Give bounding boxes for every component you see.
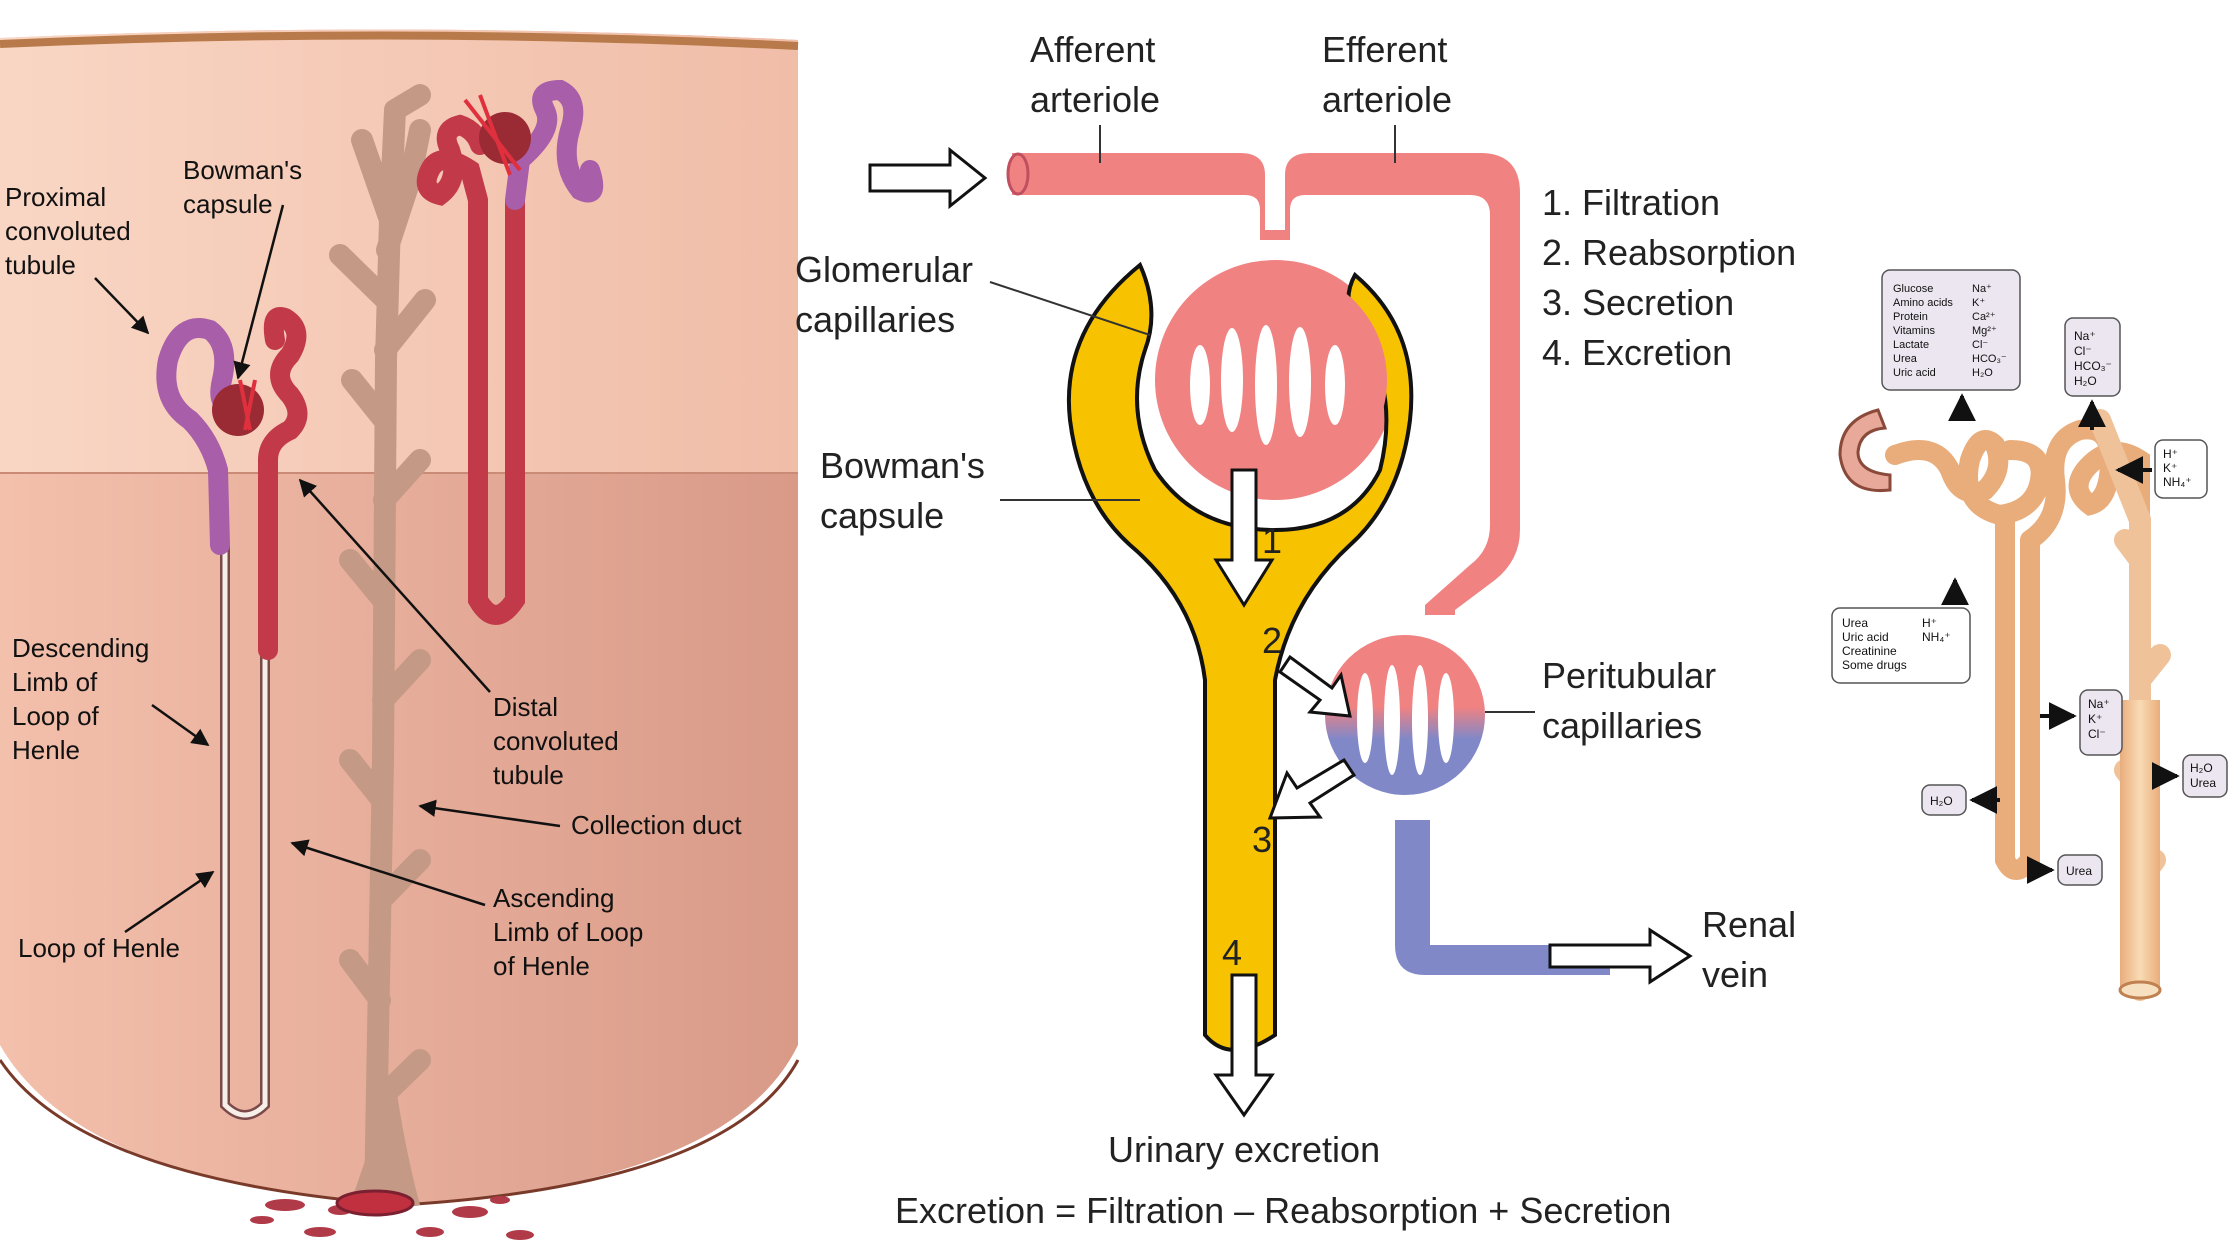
excretion-equation: Excretion = Filtration – Reabsorption + … xyxy=(895,1190,1671,1231)
secreted-list-left: Urea Uric acid Creatinine Some drugs xyxy=(1842,616,1907,672)
peritubular-loops xyxy=(1357,665,1454,775)
loop-of-henle-right xyxy=(468,200,525,625)
label-peritubular-capillaries: Peritubular capillaries xyxy=(1542,655,1726,746)
nephron-anatomy-panel: Proximal convoluted tubule Bowman's caps… xyxy=(0,29,800,1240)
box-loop-urea xyxy=(2057,854,2103,886)
label-descending-limb: Descending Limb of Loop of Henle xyxy=(12,633,157,765)
label-renal-vein: Renal vein xyxy=(1702,904,1806,995)
label-distal-convoluted-tubule: Distal convoluted tubule xyxy=(493,692,626,790)
box-distal-reabsorbed xyxy=(2064,317,2121,397)
filtered-list-right: Na⁺ K⁺ Ca²⁺ Mg²⁺ Cl⁻ HCO₃⁻ H₂O xyxy=(1972,283,2010,379)
arteriole-right xyxy=(463,94,522,176)
proximal-tubule-p3 xyxy=(1885,430,2051,526)
label-collection-duct: Collection duct xyxy=(571,810,742,840)
collection-duct xyxy=(329,84,436,1211)
pointer-collection xyxy=(418,799,561,828)
pointer-proximal xyxy=(94,277,150,335)
step-number-4: 4 xyxy=(1222,932,1242,973)
secreted-ions-list: H⁺ K⁺ NH₄⁺ xyxy=(2163,447,2192,489)
afferent-inlet xyxy=(1006,152,1030,196)
label-bowmans-capsule-p2: Bowman's capsule xyxy=(820,445,995,536)
box-secreted-ions xyxy=(2154,439,2208,499)
excretion-arrow xyxy=(1213,973,1275,1118)
collecting-duct-tube xyxy=(2120,700,2160,990)
loop-urea-label: Urea xyxy=(2066,864,2092,878)
collecting-duct-opening xyxy=(2118,980,2162,1000)
pointer-glomerular xyxy=(989,281,1151,336)
arteriole-left xyxy=(238,379,257,431)
collecting-list: H₂O Urea xyxy=(2190,761,2216,790)
label-glomerular-capillaries: Glomerular capillaries xyxy=(795,249,983,340)
box-filtered-substances xyxy=(1881,269,2021,391)
step-number-2: 2 xyxy=(1262,620,1282,661)
glomerular-loops xyxy=(1190,325,1345,445)
collection-duct-base xyxy=(350,1080,420,1205)
duct-opening xyxy=(335,1189,415,1217)
label-proximal-convoluted-tubule: Proximal convoluted tubule xyxy=(5,182,138,280)
box-descending-reabsorbed xyxy=(1921,784,1967,816)
label-loop-of-henle: Loop of Henle xyxy=(18,933,180,963)
step-number-3: 3 xyxy=(1252,819,1272,860)
afferent-arteriole xyxy=(1012,153,1520,615)
pointer-bowman xyxy=(233,204,285,380)
secreted-list-right: H⁺ NH₄⁺ xyxy=(1922,616,1951,644)
bowman-cup xyxy=(1838,408,1892,493)
pointer-descending xyxy=(151,703,210,747)
glomerulus-left xyxy=(212,384,264,436)
pointer-distal xyxy=(298,478,491,693)
papilla-spots xyxy=(250,1196,534,1240)
box-collecting-reabsorbed xyxy=(2182,754,2228,798)
renal-process-panel: 1 2 3 4 Afferent arteriole Efferent arte… xyxy=(795,29,1806,1231)
label-afferent-arteriole: Afferent arteriole xyxy=(1030,29,1165,120)
descending-water-label: H₂O xyxy=(1930,794,1953,808)
bowmans-capsule xyxy=(1066,261,1414,1052)
pointer-ascending xyxy=(290,839,486,907)
pointer-loop xyxy=(124,870,215,934)
descending-limb-p3 xyxy=(1995,515,2040,880)
distal-tubule-right xyxy=(416,114,490,210)
box-secreted-substances xyxy=(1831,607,1971,684)
label-ascending-limb: Ascending Limb of Loop of Henle xyxy=(493,883,651,981)
renal-vein-arrow xyxy=(1548,927,1693,985)
distal-tubule-left xyxy=(258,307,308,660)
ascending-list: Na⁺ K⁺ Cl⁻ xyxy=(2088,697,2113,741)
collecting-duct-p3 xyxy=(2089,409,2171,1001)
inflow-arrow xyxy=(868,146,988,210)
proximal-tubule-right xyxy=(505,79,604,210)
label-bowmans-capsule: Bowman's capsule xyxy=(183,155,309,219)
label-urinary-excretion: Urinary excretion xyxy=(1108,1129,1380,1170)
filtration-arrow xyxy=(1213,468,1275,608)
steps-list: 1. Filtration 2. Reabsorption 3. Secreti… xyxy=(1542,182,1806,373)
proximal-tubule-left xyxy=(156,318,245,555)
secretion-arrow xyxy=(1267,757,1357,820)
reabsorption-arrow xyxy=(1277,654,1352,718)
filtered-list-left: Glucose Amino acids Protein Vitamins Lac… xyxy=(1893,283,1956,379)
box-ascending-reabsorbed xyxy=(2079,689,2123,756)
distal-list: Na⁺ Cl⁻ HCO₃⁻ H₂O xyxy=(2074,329,2115,388)
label-efferent-arteriole: Efferent arteriole xyxy=(1322,29,1457,120)
transport-summary-panel: Glucose Amino acids Protein Vitamins Lac… xyxy=(1831,269,2228,1001)
capsule-edge xyxy=(0,31,799,50)
step-number-1: 1 xyxy=(1262,520,1282,561)
loop-of-henle-left-inner xyxy=(222,545,268,1118)
